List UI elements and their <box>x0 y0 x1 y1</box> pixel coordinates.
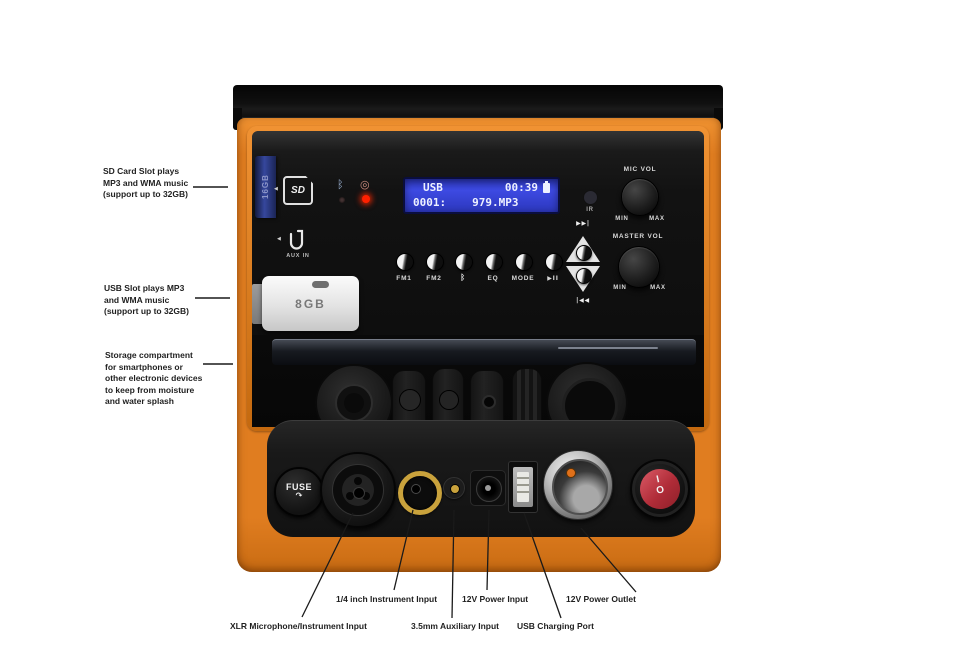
mic-max-label: MAX <box>649 216 665 222</box>
xlr-hole-3 <box>362 492 370 500</box>
callout-sd-card: SD Card Slot plays MP3 and WMA music (su… <box>103 166 189 200</box>
record-icon: ◎ <box>360 178 370 191</box>
callout-power-input: 12V Power Input <box>462 594 529 604</box>
lid-hinge-right <box>714 108 723 130</box>
mode-button[interactable] <box>515 253 533 271</box>
usb-drive-connector <box>252 284 264 324</box>
aux-pointer-icon: ◀ <box>277 236 281 242</box>
master-max-label: MAX <box>650 285 666 291</box>
callout-xlr: XLR Microphone/Instrument Input <box>230 621 367 631</box>
next-track-icon: ▶▶| <box>576 220 590 227</box>
usb-drive-hole <box>312 281 329 288</box>
sd-slot-icon[interactable]: SD <box>283 176 313 205</box>
rubber-plug-2-cap <box>399 389 421 411</box>
sd-pointer-icon: ◀ <box>274 186 278 192</box>
prev-track-icon: |◀◀ <box>576 297 590 304</box>
lcd-track-name: 979.MP3 <box>472 196 519 209</box>
fuse-arrow-icon: ↷ <box>295 491 303 500</box>
callout-quarter-inch: 1/4 inch Instrument Input <box>336 594 438 604</box>
dc-pin <box>485 485 491 491</box>
xlr-ring <box>332 464 384 516</box>
ir-sensor <box>583 190 598 205</box>
lid-hinge-left <box>233 108 242 130</box>
callout-storage: Storage compartment for smartphones or o… <box>105 350 203 407</box>
aux-input-jack[interactable] <box>443 477 465 499</box>
speaker-lid <box>233 85 723 119</box>
lcd-time: 00:39 <box>504 181 538 194</box>
xlr-center-hole <box>353 487 365 499</box>
bluetooth-button[interactable] <box>455 253 473 271</box>
smartphone-highlight <box>558 347 658 349</box>
sd-card-capacity: 16GB <box>261 174 270 200</box>
master-vol-knob[interactable] <box>618 246 660 288</box>
record-led <box>362 195 370 203</box>
battery-icon <box>543 180 550 193</box>
usb-port-tongue <box>517 472 529 502</box>
sd-card[interactable]: 16GB <box>255 156 276 218</box>
knob-down-icon <box>576 268 592 284</box>
bluetooth-button-label: ᛒ <box>460 273 466 282</box>
lcd-display: USB 00:39 0001: 979.MP3 <box>403 177 560 214</box>
power-outlet-12v[interactable] <box>543 450 613 520</box>
play-pause-button[interactable] <box>545 253 563 271</box>
dc-power-input[interactable] <box>470 470 506 506</box>
xlr-hole-2 <box>346 492 354 500</box>
knob-up-icon <box>576 245 592 261</box>
outlet-inner <box>552 459 608 515</box>
power-switch-rocker: I O <box>636 465 684 513</box>
callout-aux35: 3.5mm Auxiliary Input <box>411 621 500 631</box>
master-min-label: MIN <box>613 285 627 291</box>
lcd-source: USB <box>423 181 443 194</box>
lcd-track-number: 0001: <box>413 196 447 209</box>
fm1-button[interactable] <box>396 253 414 271</box>
callout-usb-charging: USB Charging Port <box>517 621 594 631</box>
mic-vol-label: MIC VOL <box>623 166 657 173</box>
aux-in-label: AUX IN <box>286 253 310 259</box>
fm1-label: FM1 <box>396 275 412 282</box>
sd-logo: SD <box>291 185 305 196</box>
callout-usb-slot: USB Slot plays MP3 and WMA music (suppor… <box>104 283 189 317</box>
fuse-cap[interactable]: FUSE ↷ <box>274 467 324 517</box>
bluetooth-led <box>339 197 345 203</box>
ir-label: IR <box>586 207 594 213</box>
mode-label: MODE <box>511 275 535 282</box>
master-vol-label: MASTER VOL <box>612 233 664 240</box>
rubber-plug-3-cap <box>439 390 459 410</box>
rubber-plug-4-hole <box>482 395 496 409</box>
usb-charging-port[interactable] <box>508 461 538 513</box>
outlet-indicator-dot <box>566 468 576 478</box>
usb-drive[interactable]: 8GB <box>262 276 359 331</box>
fuse-label: FUSE <box>285 482 312 492</box>
callout-power-outlet: 12V Power Outlet <box>566 594 636 604</box>
rubber-plug-center <box>344 393 364 413</box>
xlr-hole-1 <box>354 477 362 485</box>
eq-button[interactable] <box>485 253 503 271</box>
usb-drive-capacity: 8GB <box>295 296 326 311</box>
aux-jack-center <box>450 484 460 494</box>
fm2-button[interactable] <box>426 253 444 271</box>
bluetooth-icon: ᛒ <box>337 178 344 191</box>
quarter-inch-hole <box>411 484 421 494</box>
xlr-input[interactable] <box>320 452 396 528</box>
fm2-label: FM2 <box>426 275 442 282</box>
play-pause-label: ▶II <box>547 275 559 282</box>
power-switch[interactable]: I O <box>630 459 690 519</box>
mic-min-label: MIN <box>615 216 629 222</box>
smartphone <box>272 339 696 365</box>
aux-in-icon[interactable] <box>288 228 306 252</box>
quarter-inch-input[interactable] <box>398 471 442 515</box>
eq-label: EQ <box>487 275 499 282</box>
mic-vol-knob[interactable] <box>621 178 659 216</box>
